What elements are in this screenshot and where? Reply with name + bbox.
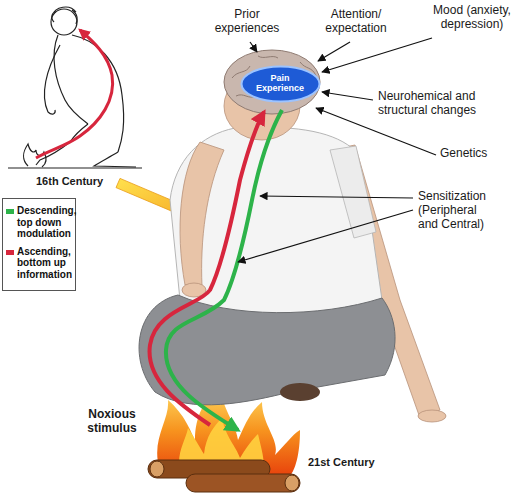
factor-label: Genetics: [440, 147, 510, 161]
legend-entry: Ascending, bottom up information: [6, 246, 72, 281]
legend-swatch: [6, 209, 14, 214]
node-text: Pain Experience: [255, 74, 305, 94]
descartes-figure: [8, 167, 142, 168]
seated-man: [170, 127, 382, 315]
label-box: 21st Century: [308, 456, 403, 469]
label-box: Mood (anxiety, depression): [432, 4, 512, 32]
factor-label: Prior experiences: [207, 8, 287, 36]
ascending-pathway: [150, 112, 264, 425]
descending-pathway: [166, 110, 282, 430]
legend-text: Descending, top down modulation: [17, 205, 73, 240]
campfire: [186, 474, 300, 492]
descartes-figure: [51, 9, 77, 35]
campfire: [150, 461, 164, 477]
descartes-figure: [52, 7, 77, 24]
descartes-figure: [8, 7, 142, 168]
seated-man: [180, 142, 224, 286]
leader-arrows: [322, 92, 373, 100]
stimulus-label: Noxious stimulus: [70, 408, 154, 436]
ascending-path-16th: [36, 30, 113, 158]
factor-label: Attention/ expectation: [315, 8, 397, 36]
label-box: Noxious stimulus: [70, 408, 154, 436]
factor-label: Neurohemical and structural changes: [378, 90, 496, 118]
legend-text: Ascending, bottom up information: [17, 246, 72, 281]
leader-arrows: [238, 210, 413, 262]
label-box: Genetics: [440, 147, 510, 161]
leader-arrows: [322, 38, 432, 72]
legend-swatch: [6, 250, 14, 255]
campfire: [285, 475, 299, 491]
label-box: Sensitization (Peripheral and Central): [418, 190, 498, 231]
legend-entry: Descending, top down modulation: [6, 205, 72, 240]
era-label: 16th Century: [36, 175, 131, 188]
label-box: Prior experiences: [207, 8, 287, 36]
label-box: Attention/ expectation: [315, 8, 397, 36]
blob-shape: [241, 67, 319, 102]
leader-arrows: [260, 196, 413, 198]
label-box: 16th Century: [36, 175, 131, 188]
factor-label: Mood (anxiety, depression): [432, 4, 512, 32]
descartes-figure: [54, 35, 88, 124]
leader-arrows: [250, 42, 257, 52]
factor-label: Sensitization (Peripheral and Central): [418, 190, 498, 231]
descartes-figure: [94, 152, 136, 167]
label-box: Neurohemical and structural changes: [378, 90, 496, 118]
legend-box: Descending, top down modulationAscending…: [2, 198, 76, 291]
seated-man: [280, 383, 320, 401]
descartes-figure: [44, 45, 60, 114]
seated-man: [224, 50, 320, 114]
era-label: 21st Century: [308, 456, 403, 469]
pain-experience-blob: Pain Experience: [240, 65, 321, 103]
leader-arrows: [318, 42, 350, 61]
seated-man: [330, 146, 376, 238]
leader-arrows: [238, 38, 436, 262]
seated-man: [418, 410, 446, 422]
